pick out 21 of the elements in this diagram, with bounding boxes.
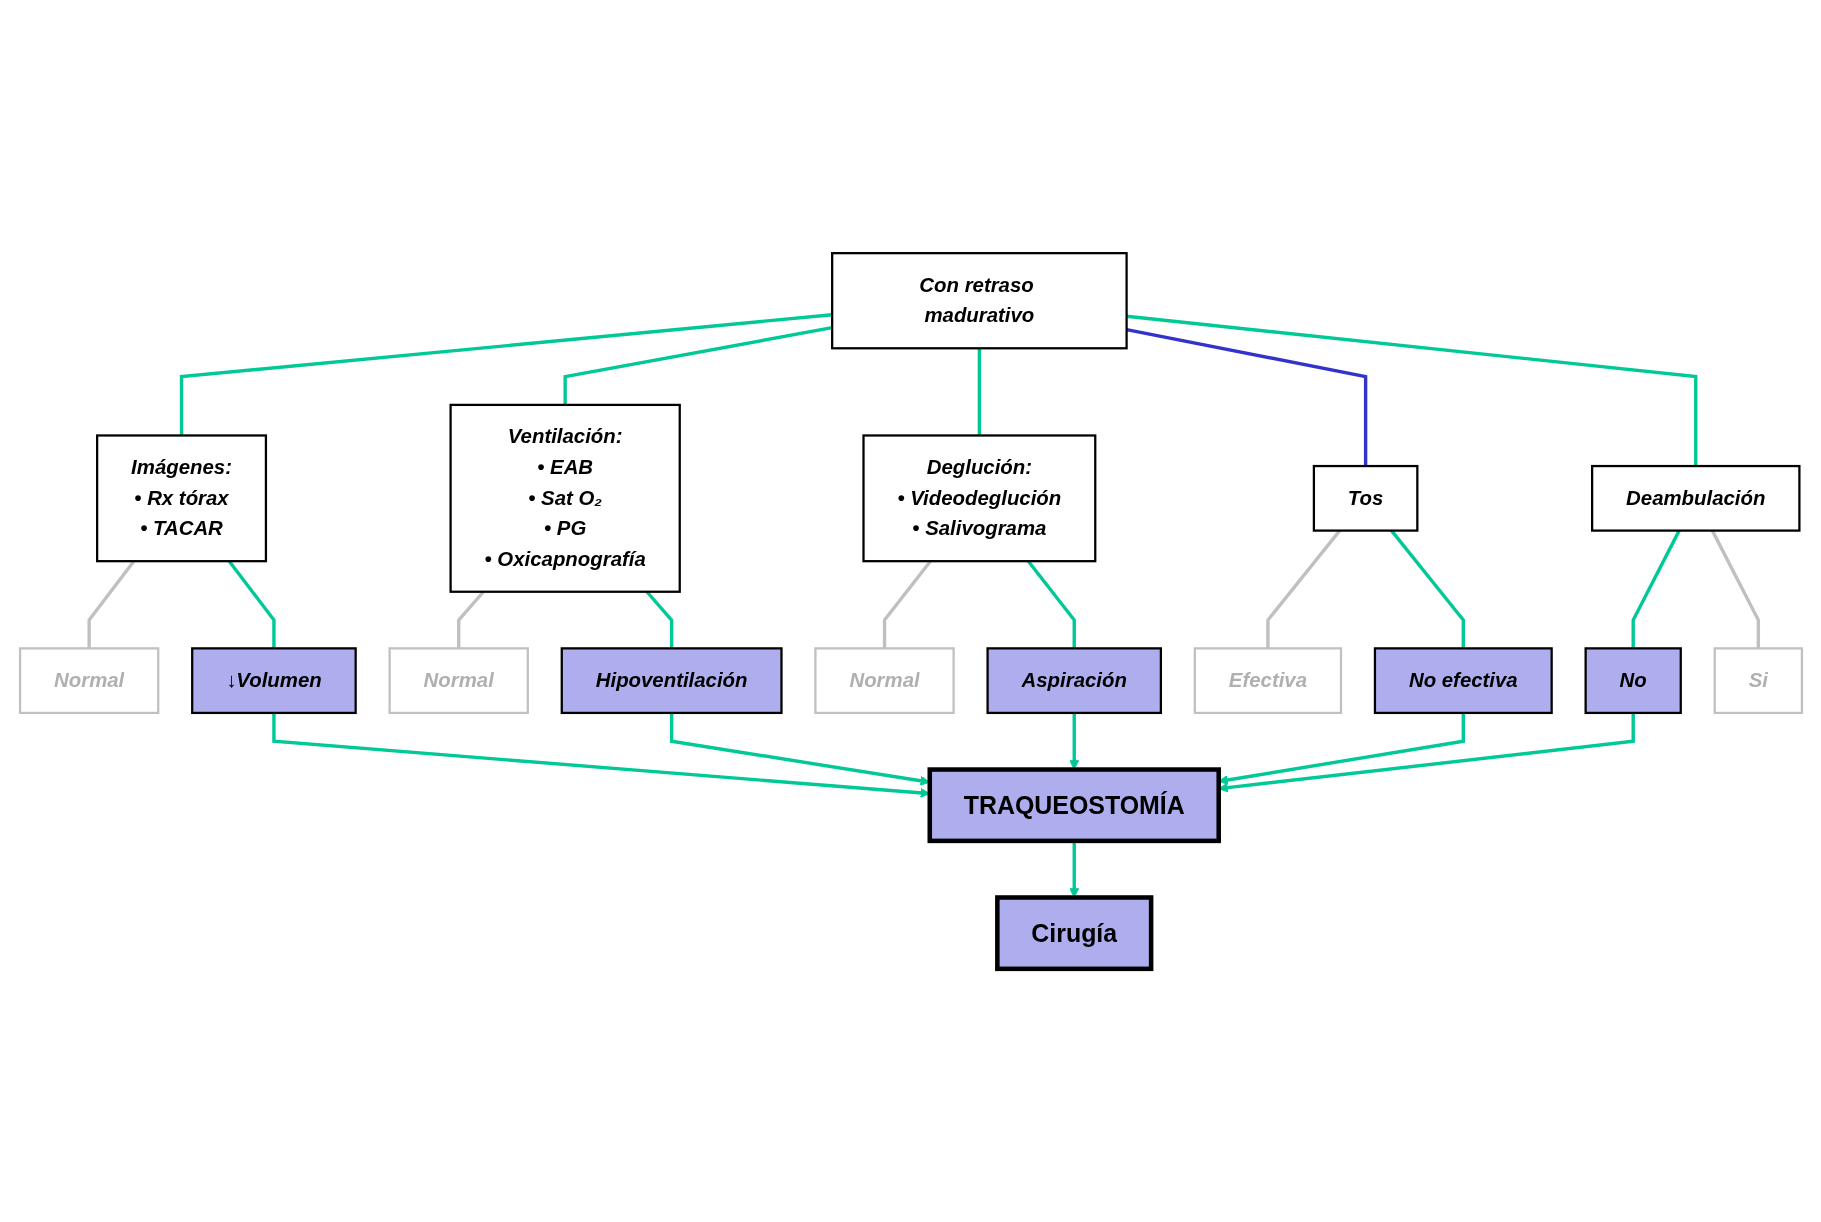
node-box: Imágenes: • Rx tórax • TACAR: [95, 434, 267, 563]
connector: [179, 313, 832, 436]
node-box: Ventilación: • EAB • Sat O₂ • PG • Oxicapnografía: [448, 403, 681, 593]
node-box: Normal: [813, 647, 955, 715]
node-box: ↓Volumen: [190, 647, 357, 715]
node-box: Hipoventilación: [560, 647, 783, 715]
node-box: Si: [1713, 647, 1803, 715]
node-box: Tos: [1312, 464, 1418, 532]
node-box: Deambulación: [1590, 464, 1801, 532]
node-box: No efectiva: [1373, 647, 1553, 715]
connector: [562, 326, 832, 405]
connector: [977, 348, 981, 436]
node-box: Efectiva: [1193, 647, 1342, 715]
node-box: Aspiración: [985, 647, 1162, 715]
node-box: TRAQUEOSTOMÍA: [927, 767, 1221, 844]
node-box: No: [1584, 647, 1682, 715]
node-box: Normal: [388, 647, 529, 715]
node-box: Cirugía: [994, 895, 1153, 972]
node-box: Con retraso madurativo: [830, 252, 1128, 350]
node-box: Deglución: • Videodeglución • Salivograma: [861, 434, 1096, 563]
node-box: Normal: [18, 647, 159, 715]
